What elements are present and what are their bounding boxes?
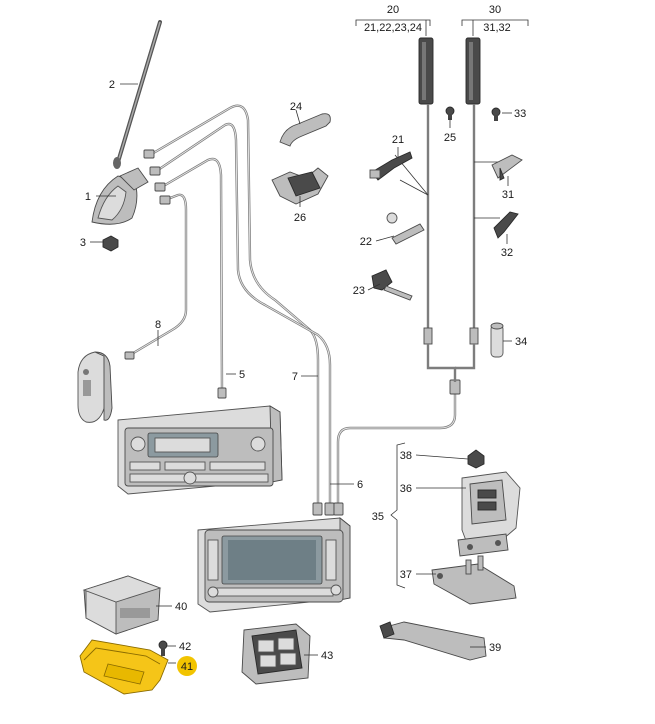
label-24: 24 xyxy=(290,101,302,113)
label-20: 20 xyxy=(387,4,399,16)
part-labels: 2 1 3 8 5 7 6 24 26 21 22 23 25 33 31 32… xyxy=(80,4,527,673)
bracket-24 xyxy=(279,113,331,147)
label-41: 41 xyxy=(181,661,193,673)
radio-unit-top xyxy=(117,405,283,495)
label-38: 38 xyxy=(400,450,412,462)
holder-23 xyxy=(371,269,413,301)
leader-lines xyxy=(90,19,529,664)
nut-38 xyxy=(467,449,485,469)
amplifier-module xyxy=(77,351,113,423)
clip-31 xyxy=(491,154,523,181)
label-30: 30 xyxy=(489,4,501,16)
label-35: 35 xyxy=(372,511,384,523)
clip-32 xyxy=(493,211,519,239)
label-32: 32 xyxy=(501,247,513,259)
bracket-41 xyxy=(79,639,169,695)
label-36: 36 xyxy=(400,483,412,495)
label-1: 1 xyxy=(85,191,91,203)
screw-33 xyxy=(491,107,501,121)
label-20-sub: 21,22,23,24 xyxy=(364,22,422,34)
switch-unit-43 xyxy=(241,623,311,685)
label-5: 5 xyxy=(239,369,245,381)
antenna-30 xyxy=(455,37,481,370)
label-22: 22 xyxy=(360,236,372,248)
label-6: 6 xyxy=(357,479,363,491)
antenna-20 xyxy=(418,37,457,382)
screw-25 xyxy=(445,106,455,120)
bar-39 xyxy=(379,621,487,661)
label-42: 42 xyxy=(179,641,191,653)
label-2: 2 xyxy=(109,79,115,91)
label-26: 26 xyxy=(294,212,306,224)
label-23: 23 xyxy=(353,285,365,297)
antenna-cables xyxy=(124,104,461,516)
label-31: 31 xyxy=(502,189,514,201)
bracket-36 xyxy=(457,471,521,557)
label-25: 25 xyxy=(444,132,456,144)
label-33: 33 xyxy=(514,108,526,120)
bracket-37 xyxy=(431,555,517,605)
spacer-34 xyxy=(490,322,504,358)
highlight-marker-41[interactable] xyxy=(177,656,197,676)
bracket-26 xyxy=(271,167,329,205)
label-43: 43 xyxy=(321,650,333,662)
label-3: 3 xyxy=(80,237,86,249)
antenna-rod xyxy=(113,20,162,169)
label-8: 8 xyxy=(155,319,161,331)
label-34: 34 xyxy=(515,336,527,348)
navigation-unit xyxy=(197,517,351,613)
cable-clip-21 xyxy=(369,151,413,181)
screw-42 xyxy=(158,640,168,656)
label-30-sub: 31,32 xyxy=(483,22,511,34)
antenna-base xyxy=(91,167,149,225)
label-39: 39 xyxy=(489,642,501,654)
label-21: 21 xyxy=(392,134,404,146)
label-37: 37 xyxy=(400,569,412,581)
antenna-nut xyxy=(102,235,119,252)
bracket-bracket-group-35 xyxy=(390,442,406,589)
control-unit-40 xyxy=(82,575,162,635)
label-7: 7 xyxy=(292,371,298,383)
label-40: 40 xyxy=(175,601,187,613)
cable-tie-22 xyxy=(386,212,425,245)
